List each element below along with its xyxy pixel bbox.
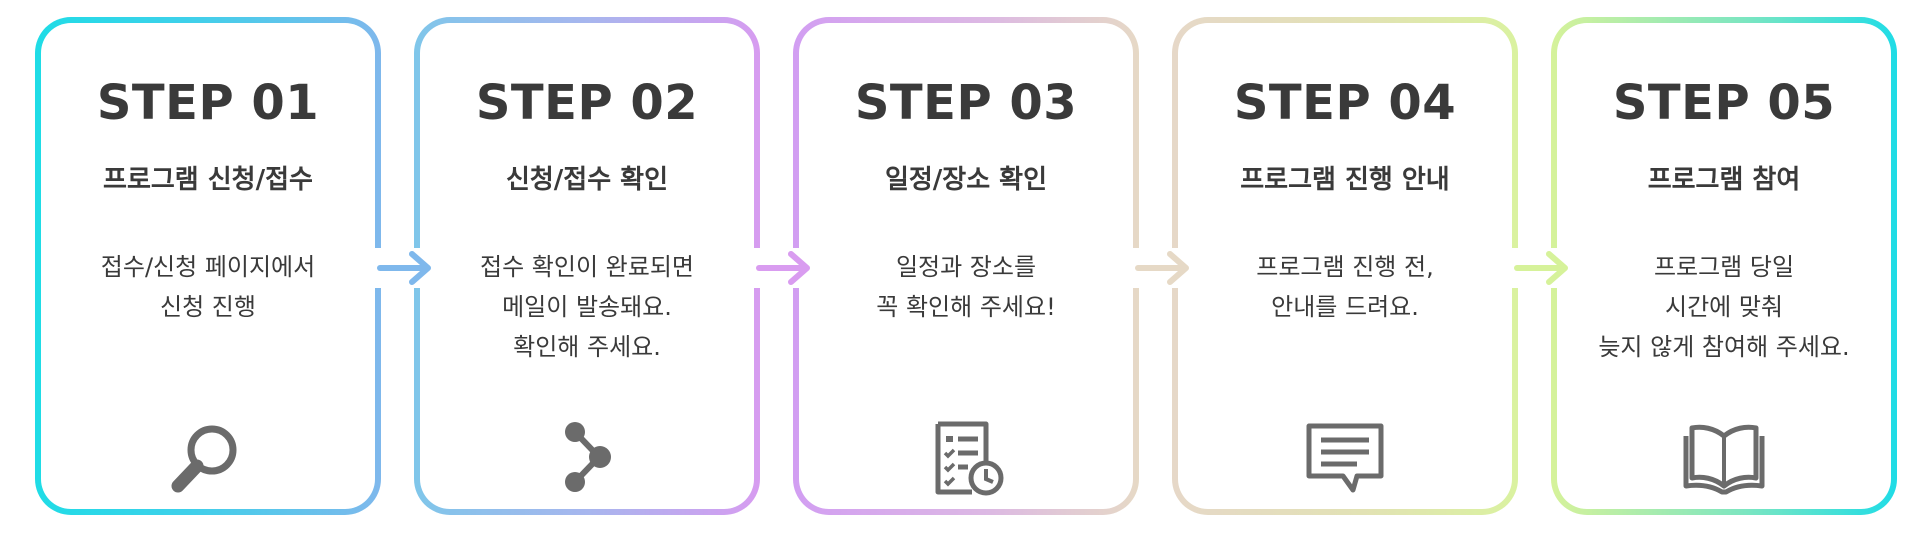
step-card-3: STEP 03 일정/장소 확인 일정과 장소를 꼭 확인해 주세요! (793, 17, 1139, 515)
step-subtitle: 프로그램 진행 안내 (1240, 165, 1450, 195)
search-icon (166, 416, 250, 500)
arrow-connector-4 (1507, 248, 1579, 288)
step-description-line: 프로그램 당일 (1653, 253, 1795, 281)
step-description-line: 접수 확인이 완료되면 (480, 253, 694, 281)
step-description-line: 확인해 주세요. (513, 333, 661, 361)
step-description-line: 프로그램 진행 전, (1256, 253, 1434, 281)
step-card-2: STEP 02 신청/접수 확인 접수 확인이 완료되면 메일이 발송돼요. 확… (414, 17, 760, 515)
step-description-line: 신청 진행 (160, 293, 256, 321)
step-title: STEP 02 (475, 75, 699, 131)
step-description-line: 접수/신청 페이지에서 (100, 253, 316, 281)
step-description: 접수/신청 페이지에서 신청 진행 (41, 247, 375, 327)
step-card-1: STEP 01 프로그램 신청/접수 접수/신청 페이지에서 신청 진행 (35, 17, 381, 515)
step-description: 일정과 장소를 꼭 확인해 주세요! (799, 247, 1133, 327)
share-icon (545, 416, 629, 500)
step-card-4: STEP 04 프로그램 진행 안내 프로그램 진행 전, 안내를 드려요. (1172, 17, 1518, 515)
step-card-5: STEP 05 프로그램 참여 프로그램 당일 시간에 맞춰 늦지 않게 참여해… (1551, 17, 1897, 515)
step-description-line: 시간에 맞춰 (1664, 293, 1784, 321)
step-title: STEP 04 (1233, 75, 1457, 131)
step-description: 접수 확인이 완료되면 메일이 발송돼요. 확인해 주세요. (420, 247, 754, 367)
arrow-connector-3 (1128, 248, 1200, 288)
step-subtitle: 프로그램 참여 (1647, 165, 1801, 195)
step-description: 프로그램 진행 전, 안내를 드려요. (1178, 247, 1512, 327)
open-book-icon (1682, 416, 1766, 500)
step-description-line: 꼭 확인해 주세요! (876, 293, 1056, 321)
schedule-checklist-icon (924, 416, 1008, 500)
step-subtitle: 신청/접수 확인 (505, 165, 669, 195)
step-title: STEP 01 (96, 75, 320, 131)
message-icon (1303, 416, 1387, 500)
step-title: STEP 05 (1612, 75, 1836, 131)
step-description-line: 안내를 드려요. (1271, 293, 1419, 321)
arrow-connector-2 (749, 248, 821, 288)
step-subtitle: 일정/장소 확인 (884, 165, 1048, 195)
step-title: STEP 03 (854, 75, 1078, 131)
step-subtitle: 프로그램 신청/접수 (103, 165, 313, 195)
step-description: 프로그램 당일 시간에 맞춰 늦지 않게 참여해 주세요. (1557, 247, 1891, 367)
step-description-line: 일정과 장소를 (895, 253, 1037, 281)
step-description-line: 메일이 발송돼요. (502, 293, 672, 321)
step-description-line: 늦지 않게 참여해 주세요. (1598, 333, 1850, 361)
arrow-connector-1 (370, 248, 442, 288)
